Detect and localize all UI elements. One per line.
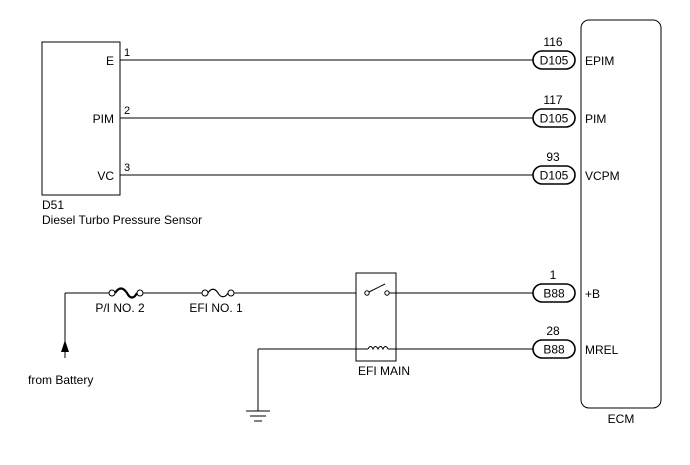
connector-pill [532, 108, 576, 128]
connector-pill [532, 165, 576, 185]
sensor-code: D51 [42, 198, 64, 212]
ground-icon [246, 410, 270, 422]
sensor-pin-num-2: 2 [124, 105, 130, 117]
connector-code: B88 [543, 287, 565, 301]
sensor-pin-label-e: E [106, 54, 114, 68]
terminal-name: +B [585, 287, 600, 301]
fuse-efi-no1-icon [201, 288, 235, 298]
fuse-pi-no2-icon [108, 287, 144, 299]
ecm-box [580, 19, 662, 409]
terminal-name: EPIM [585, 54, 614, 68]
terminal-pin-number: 1 [550, 268, 557, 282]
ecm-terminal-pim: 117 D105 PIM [532, 93, 606, 128]
sensor-name: Diesel Turbo Pressure Sensor [42, 213, 202, 227]
relay-switch-icon [364, 283, 390, 296]
terminal-pin-number: 93 [546, 150, 560, 164]
connector-code: D105 [540, 169, 569, 183]
ecm-label: ECM [608, 412, 635, 426]
sensor-pin-num-1: 1 [124, 47, 130, 59]
relay-coil-icon [367, 346, 389, 351]
connector-code: D105 [540, 54, 569, 68]
sensor-pin-num-3: 3 [124, 162, 130, 174]
connector-code: D105 [540, 112, 569, 126]
terminal-pin-number: 117 [543, 93, 562, 107]
relay-box [355, 272, 397, 362]
fuse2-label: EFI NO. 1 [189, 301, 243, 315]
battery-label: from Battery [28, 373, 93, 387]
terminal-name: VCPM [585, 169, 620, 183]
sensor-pin-label-vc: VC [97, 169, 114, 183]
battery-arrow-icon [61, 340, 69, 352]
ecm-terminal-vcpm: 93 D105 VCPM [532, 150, 620, 185]
sensor-box [41, 41, 121, 196]
power-circuit: from Battery P/I NO. 2 EFI NO. 1 E [28, 272, 533, 422]
terminal-name: PIM [585, 112, 606, 126]
sensor-pin-label-pim: PIM [93, 112, 114, 126]
connector-code: B88 [543, 343, 565, 357]
terminal-name: MREL [585, 343, 619, 357]
ecm-terminal-mrel: 28 B88 MREL [532, 324, 619, 359]
terminal-pin-number: 28 [546, 324, 560, 338]
ecm-terminal-epim: 116 D105 EPIM [532, 35, 614, 70]
relay-label: EFI MAIN [358, 364, 410, 378]
connector-pill [532, 50, 576, 70]
terminal-pin-number: 116 [543, 35, 562, 49]
fuse1-label: P/I NO. 2 [95, 301, 145, 315]
